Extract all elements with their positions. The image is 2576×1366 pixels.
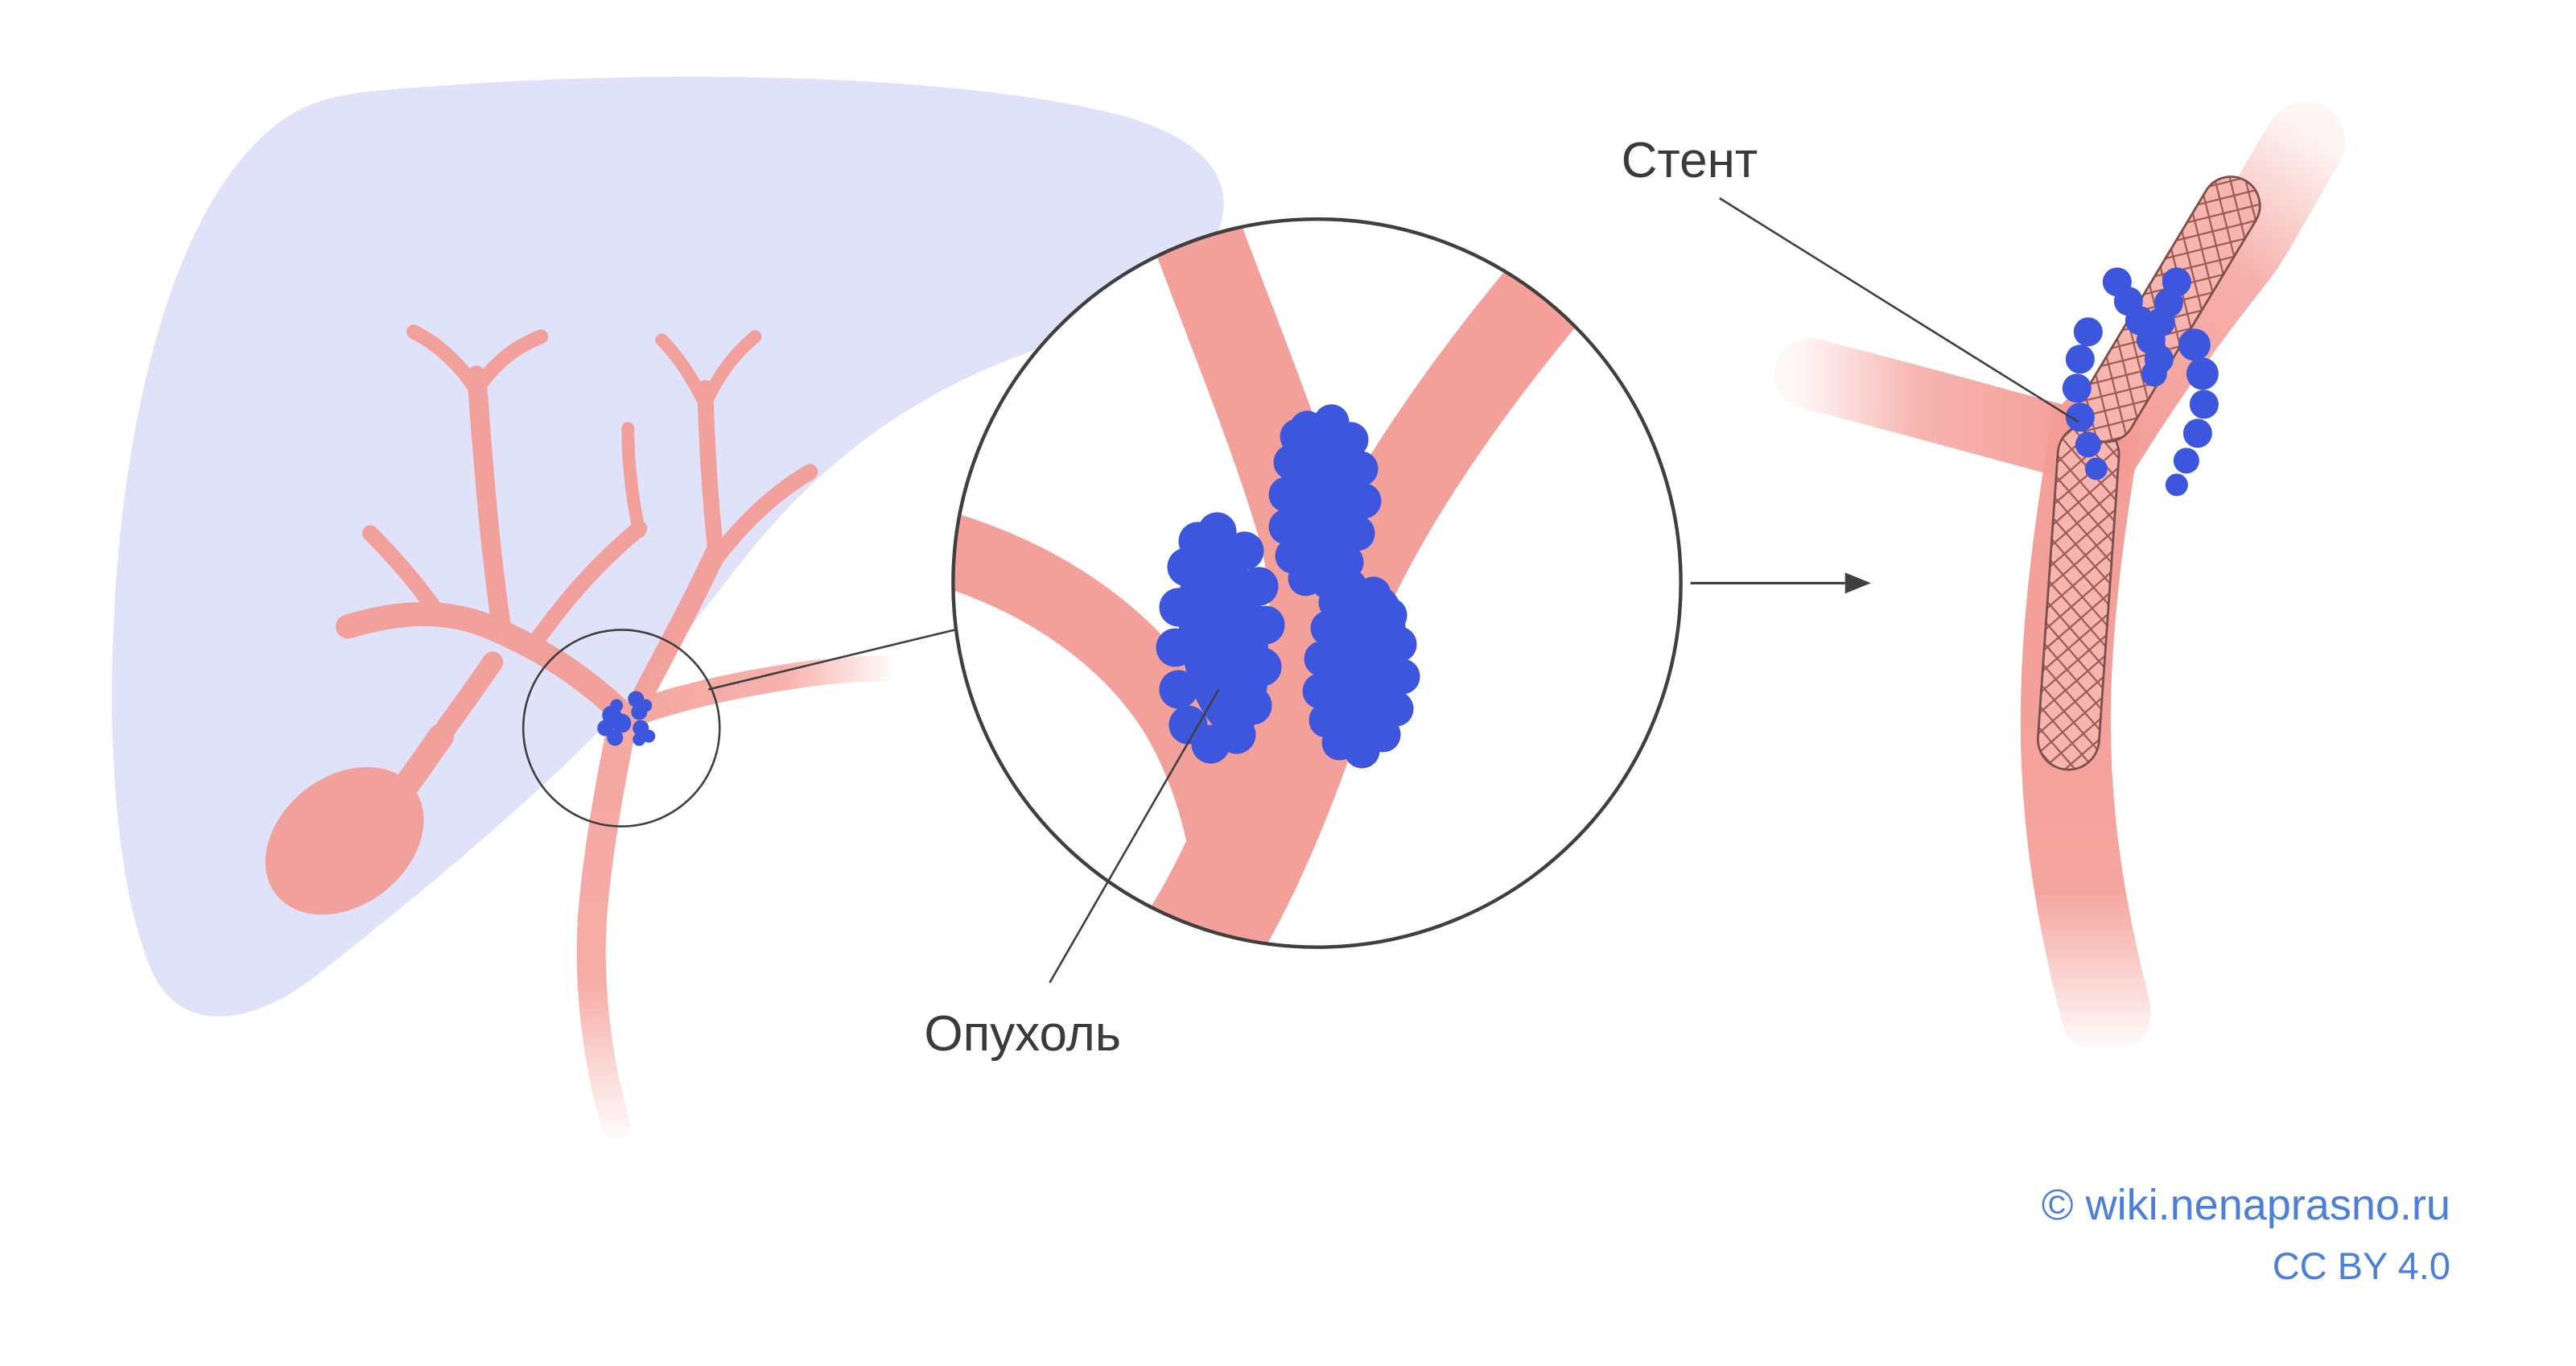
gallbladder — [265, 766, 424, 915]
right-duct-fading — [624, 655, 899, 725]
duct-twig — [469, 329, 549, 398]
magnified-tumor — [1156, 404, 1420, 769]
stent-label: Стент — [1622, 133, 1758, 188]
right-hepatic-duct — [632, 540, 727, 707]
duct-twig — [406, 324, 484, 398]
magnified-common-duct — [1098, 617, 1374, 946]
attribution-license: CC BY 4.0 — [2273, 1244, 2450, 1287]
zoom-connector-line — [707, 629, 955, 691]
tumor-label: Опухоль — [924, 1006, 1121, 1062]
bile-duct-tree — [265, 324, 899, 1142]
stent-tumor — [2062, 267, 2219, 497]
duct-twig — [655, 333, 712, 411]
zoom-source-circle — [521, 629, 721, 827]
stent-leader-line — [1718, 197, 2079, 423]
stented-duct-scene — [1774, 101, 2346, 1057]
duct-branch — [528, 520, 648, 650]
duct-twig — [699, 330, 762, 411]
stent-left-branch-duct — [1774, 338, 2100, 477]
tumor-at-bifurcation — [597, 691, 656, 746]
duct-branch — [467, 365, 513, 643]
duct-twig — [362, 525, 448, 624]
common-bile-duct — [576, 713, 637, 1142]
gallbladder-neck — [393, 723, 455, 799]
arrow-head — [1844, 572, 1871, 594]
magnified-view-circle — [951, 217, 1683, 949]
attribution-credit: © wiki.nenaprasno.ru — [2042, 1181, 2450, 1229]
duct-twig — [621, 422, 646, 539]
tumor-leader-line — [1049, 688, 1220, 984]
duct-branch — [708, 464, 818, 566]
zoom-to-stent-arrow — [1690, 572, 1871, 594]
